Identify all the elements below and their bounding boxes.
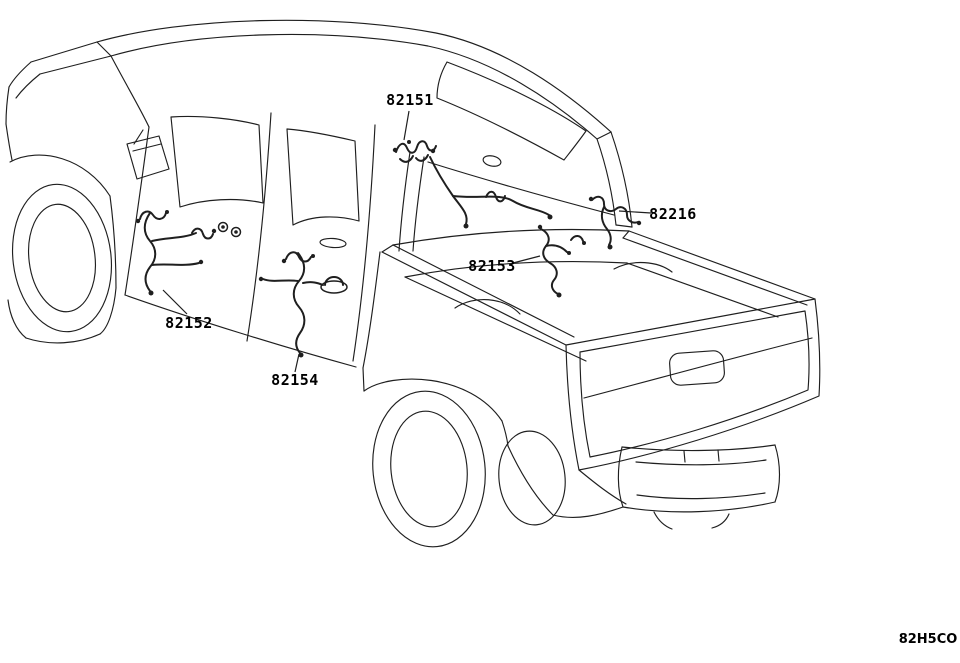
harness-82152-front-door-wire bbox=[135, 210, 242, 296]
part-label-82153[interactable]: 82153 bbox=[468, 257, 516, 275]
leader-82151 bbox=[403, 110, 410, 141]
front-end bbox=[5, 41, 117, 344]
callout-leader-lines bbox=[162, 110, 652, 373]
c-pillar-seam bbox=[352, 124, 376, 362]
harness-82154-rear-door-wire bbox=[258, 251, 348, 358]
rear-door-window bbox=[286, 128, 360, 226]
door-grommet bbox=[320, 280, 348, 294]
harness-82151-roof-wire bbox=[392, 140, 553, 229]
front-wheel bbox=[11, 183, 113, 333]
cab-roof bbox=[96, 19, 612, 140]
rear-bumper bbox=[578, 444, 781, 530]
bed-wheel-hump-left bbox=[454, 298, 521, 315]
b-pillar-seam bbox=[246, 112, 272, 342]
cab-doors bbox=[110, 55, 376, 368]
side-mirror bbox=[126, 129, 170, 180]
rear-wheel bbox=[363, 378, 509, 548]
diagram-code: 82H5CO bbox=[899, 632, 958, 647]
front-door-window bbox=[170, 115, 264, 208]
truck-line-art bbox=[5, 19, 821, 548]
tailgate bbox=[565, 298, 821, 471]
part-label-82151[interactable]: 82151 bbox=[386, 91, 434, 109]
harness-82216-cab-rear-wire bbox=[588, 195, 642, 250]
bed-wheel-hump-right bbox=[613, 261, 673, 273]
leader-82216 bbox=[618, 210, 652, 214]
rear-window bbox=[436, 61, 587, 161]
harness-82153-bed-front-wire bbox=[537, 224, 586, 298]
bed bbox=[362, 228, 816, 392]
cab-rear bbox=[398, 61, 633, 252]
part-label-82152[interactable]: 82152 bbox=[165, 314, 213, 332]
far-side-rear-wheel bbox=[498, 430, 624, 526]
part-label-82154[interactable]: 82154 bbox=[271, 371, 319, 389]
leader-82154 bbox=[294, 353, 300, 373]
roof-grommet bbox=[482, 155, 502, 167]
rear-door-handle bbox=[319, 237, 347, 249]
tailgate-handle bbox=[669, 350, 725, 386]
leader-82153 bbox=[512, 255, 541, 264]
part-label-82216[interactable]: 82216 bbox=[649, 205, 697, 223]
leader-82152 bbox=[162, 289, 188, 315]
